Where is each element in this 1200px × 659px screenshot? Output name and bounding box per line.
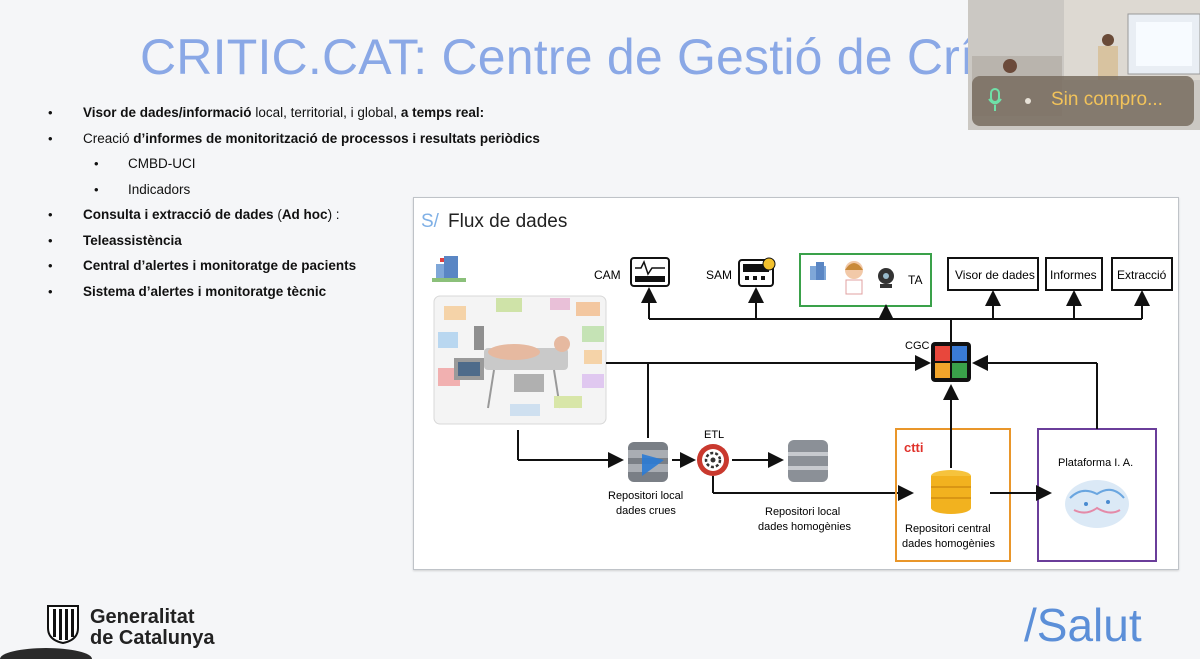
bullet-text: d’informes de monitorització de processo… [133,130,540,146]
microphone-icon[interactable] [988,88,1002,112]
separator-dot-icon [1025,98,1031,104]
visor-box [947,257,1039,291]
webcam-icon [878,268,894,288]
salut-logo: /Salut [1024,599,1142,651]
ai-platform-label: Plataforma I. A. [1058,457,1133,469]
slide-title: CRITIC.CAT: Centre de Gestió de Crí [140,29,975,85]
repo-local-hom-line2: dades homogènies [758,521,851,533]
brain-icon [1065,480,1129,528]
bullet-item: Sistema d’alertes i monitoratge tècnic [48,283,608,309]
bullet-item: Teleassistència [48,232,608,258]
ctti-logo-text: ctti [904,440,924,455]
cam-label: CAM [594,268,621,282]
bullet-item: Central d’alertes i monitoratge de pacie… [48,257,608,283]
local-raw-repository-icon [628,442,668,482]
etl-label: ETL [704,429,724,441]
diagram-header-prefix: S/ [421,211,440,232]
teleassistance-box [799,253,932,307]
bullet-item: Consulta i extracció de dades (Ad hoc) : [48,206,608,232]
bullet-list: Visor de dades/informació local, territo… [48,104,608,308]
bullet-text: Teleassistència [83,232,182,248]
repo-local-crues-line2: dades crues [616,505,676,517]
repo-local-crues-line1: Repositori local [608,490,683,502]
bullet-text: Consulta i extracció de dades [83,207,274,222]
bullet-text: Ad hoc [281,207,328,222]
visor-label: Visor de dades [955,268,1035,282]
bullet-text: Indicadors [128,181,191,197]
local-homogeneous-repository-icon [788,440,828,482]
sub-bullet-item: Indicadors [48,181,608,207]
informes-box [1045,257,1103,291]
diagram-header-title: Flux de dades [448,211,567,232]
bullet-text: Central d’alertes i monitoratge de pacie… [83,258,357,273]
generalitat-logo-icon [47,605,79,644]
participant-name-label: Sin compro... [1051,89,1163,110]
central-repository-icon [931,470,971,514]
data-flow-diagram: S/ Flux de dades [413,197,1179,570]
informes-label: Informes [1050,268,1097,282]
generalitat-name-line1: Generalitat [90,606,195,628]
bullet-text: local, territorial, i global, [251,105,401,120]
cam-monitor-icon [630,257,670,287]
hospital-icon [432,256,466,282]
bullet-item: Creació d’informes de monitorització de … [48,130,608,156]
bullet-text: ) : [327,207,340,222]
diagram-canvas: S/ Flux de dades [421,211,1173,562]
etl-gear-icon [697,444,729,476]
extraccio-box [1111,257,1173,291]
generalitat-name-line2: de Catalunya [90,627,215,649]
sam-label: SAM [706,268,732,282]
icu-monitoring-illustration [433,295,607,425]
sub-bullet-item: CMBD-UCI [48,155,608,181]
nurse-icon [845,261,863,295]
bullet-text: a temps real: [400,105,485,120]
bullet-item: Visor de dades/informació local, territo… [48,104,608,130]
ctti-box [895,428,1011,562]
repo-central-line1: Repositori central [905,523,991,535]
bullet-text: Sistema d’alertes i monitoratge tècnic [83,283,327,299]
ta-label: TA [908,273,922,287]
corner-shape [0,648,92,659]
repo-local-hom-line1: Repositori local [765,506,840,518]
bullet-text: ( [273,207,282,222]
bullet-text: Creació [83,130,134,146]
extraccio-label: Extracció [1117,268,1167,282]
cgc-label: CGC [905,340,930,352]
sam-device-icon [738,257,776,287]
bullet-text: CMBD-UCI [128,156,196,171]
hospital-small-icon [810,262,826,280]
repo-central-line2: dades homogènies [902,538,995,550]
cgc-dashboard-icon [931,342,971,382]
participant-name-bar [972,76,1194,126]
bullet-text: Visor de dades/informació [83,105,252,120]
